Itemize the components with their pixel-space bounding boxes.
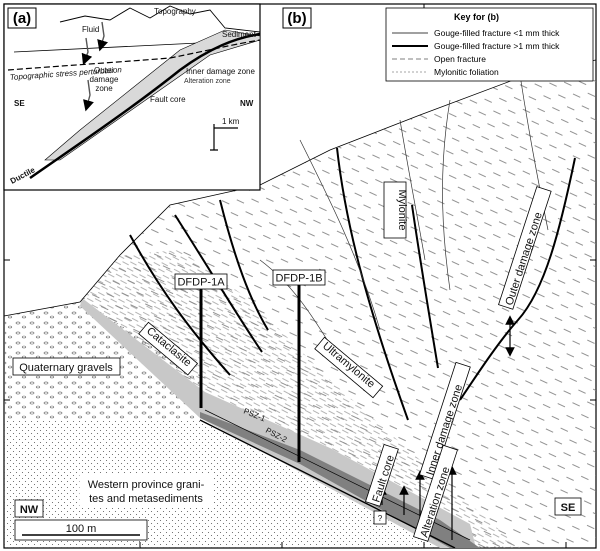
key-item-1: Gouge-filled fracture <1 mm thick — [434, 28, 560, 38]
inset-fluid-arrows — [81, 21, 108, 112]
key-item-4: Mylonitic foliation — [434, 67, 499, 77]
inset-topography — [59, 5, 261, 33]
quaternary-gravels-label: Quaternary gravels — [19, 362, 113, 374]
outer-damage-zone-box — [498, 186, 552, 310]
inset-fault-core — [29, 32, 261, 180]
se-box — [554, 497, 582, 516]
nw-label: NW — [20, 504, 39, 516]
inset-alteration-label: Alteration zone — [184, 78, 231, 85]
dfdp-1b-label: DFDP-1B — [275, 273, 322, 285]
mylonite-area — [80, 60, 596, 548]
key-title: Key for (b) — [454, 12, 499, 22]
inset-fluid-label: Fluid — [82, 25, 99, 34]
cataclasite-label-box — [138, 321, 199, 376]
inset-scale-label: 1 km — [222, 117, 240, 126]
key-box: Key for (b) Gouge-filled fracture <1 mm … — [385, 7, 594, 82]
psz-line — [199, 419, 456, 549]
western-province-line-2: tes and metasediments — [89, 493, 203, 505]
inset-se-label: SE — [14, 99, 25, 108]
inset-damage-zone — [44, 29, 261, 161]
inset-stress-line — [7, 39, 261, 71]
dfdp-1a-label-box — [174, 273, 228, 290]
inset-fault-core-label: Fault core — [150, 95, 186, 104]
fault-core-box — [365, 444, 399, 507]
se-label: SE — [561, 502, 576, 514]
panel-b-label-box — [282, 7, 312, 29]
panel-a-label: (a) — [13, 10, 31, 27]
alteration-zone-box — [413, 444, 458, 542]
scale-bar-label: 100 m — [66, 523, 97, 535]
ultramylonite-label-box — [314, 336, 384, 399]
inset-outer-damage-2: damage — [90, 75, 119, 84]
nw-box — [14, 499, 44, 518]
question-box — [373, 510, 387, 525]
question-label: ? — [378, 514, 383, 523]
panel-a-label-box — [7, 7, 37, 29]
mylonite-label: Mylonite — [396, 190, 408, 231]
key-item-2: Gouge-filled fracture >1 mm thick — [434, 41, 560, 51]
dfdp-1a-label: DFDP-1A — [177, 277, 225, 289]
quaternary-gravels-box — [12, 357, 121, 376]
granite-bedrock — [4, 420, 440, 548]
inset-scale-bar — [210, 124, 238, 151]
inset-inner-damage-label: Inner damage zone — [186, 67, 255, 76]
panel-a-inset: (a) Fluid Topography Sediment Topographi… — [3, 3, 261, 191]
western-province-line-1: Western province grani- — [88, 479, 205, 491]
inset-outer-damage-3: zone — [95, 84, 113, 93]
dfdp-1b-label-box — [272, 269, 326, 286]
western-province-box — [79, 473, 213, 507]
fault-core-band — [200, 412, 480, 548]
inset-outer-damage-1: Outer — [94, 66, 114, 75]
inner-damage-zone-box — [419, 361, 471, 480]
key-item-3: Open fracture — [434, 54, 486, 64]
inset-topography-label: Topography — [154, 7, 196, 16]
panel-b-label: (b) — [287, 10, 306, 27]
mylonite-label-box — [383, 181, 407, 239]
thick-fractures — [129, 147, 576, 421]
inset-nw-label: NW — [240, 99, 254, 108]
inset-sediment-label: Sediment — [222, 30, 257, 39]
